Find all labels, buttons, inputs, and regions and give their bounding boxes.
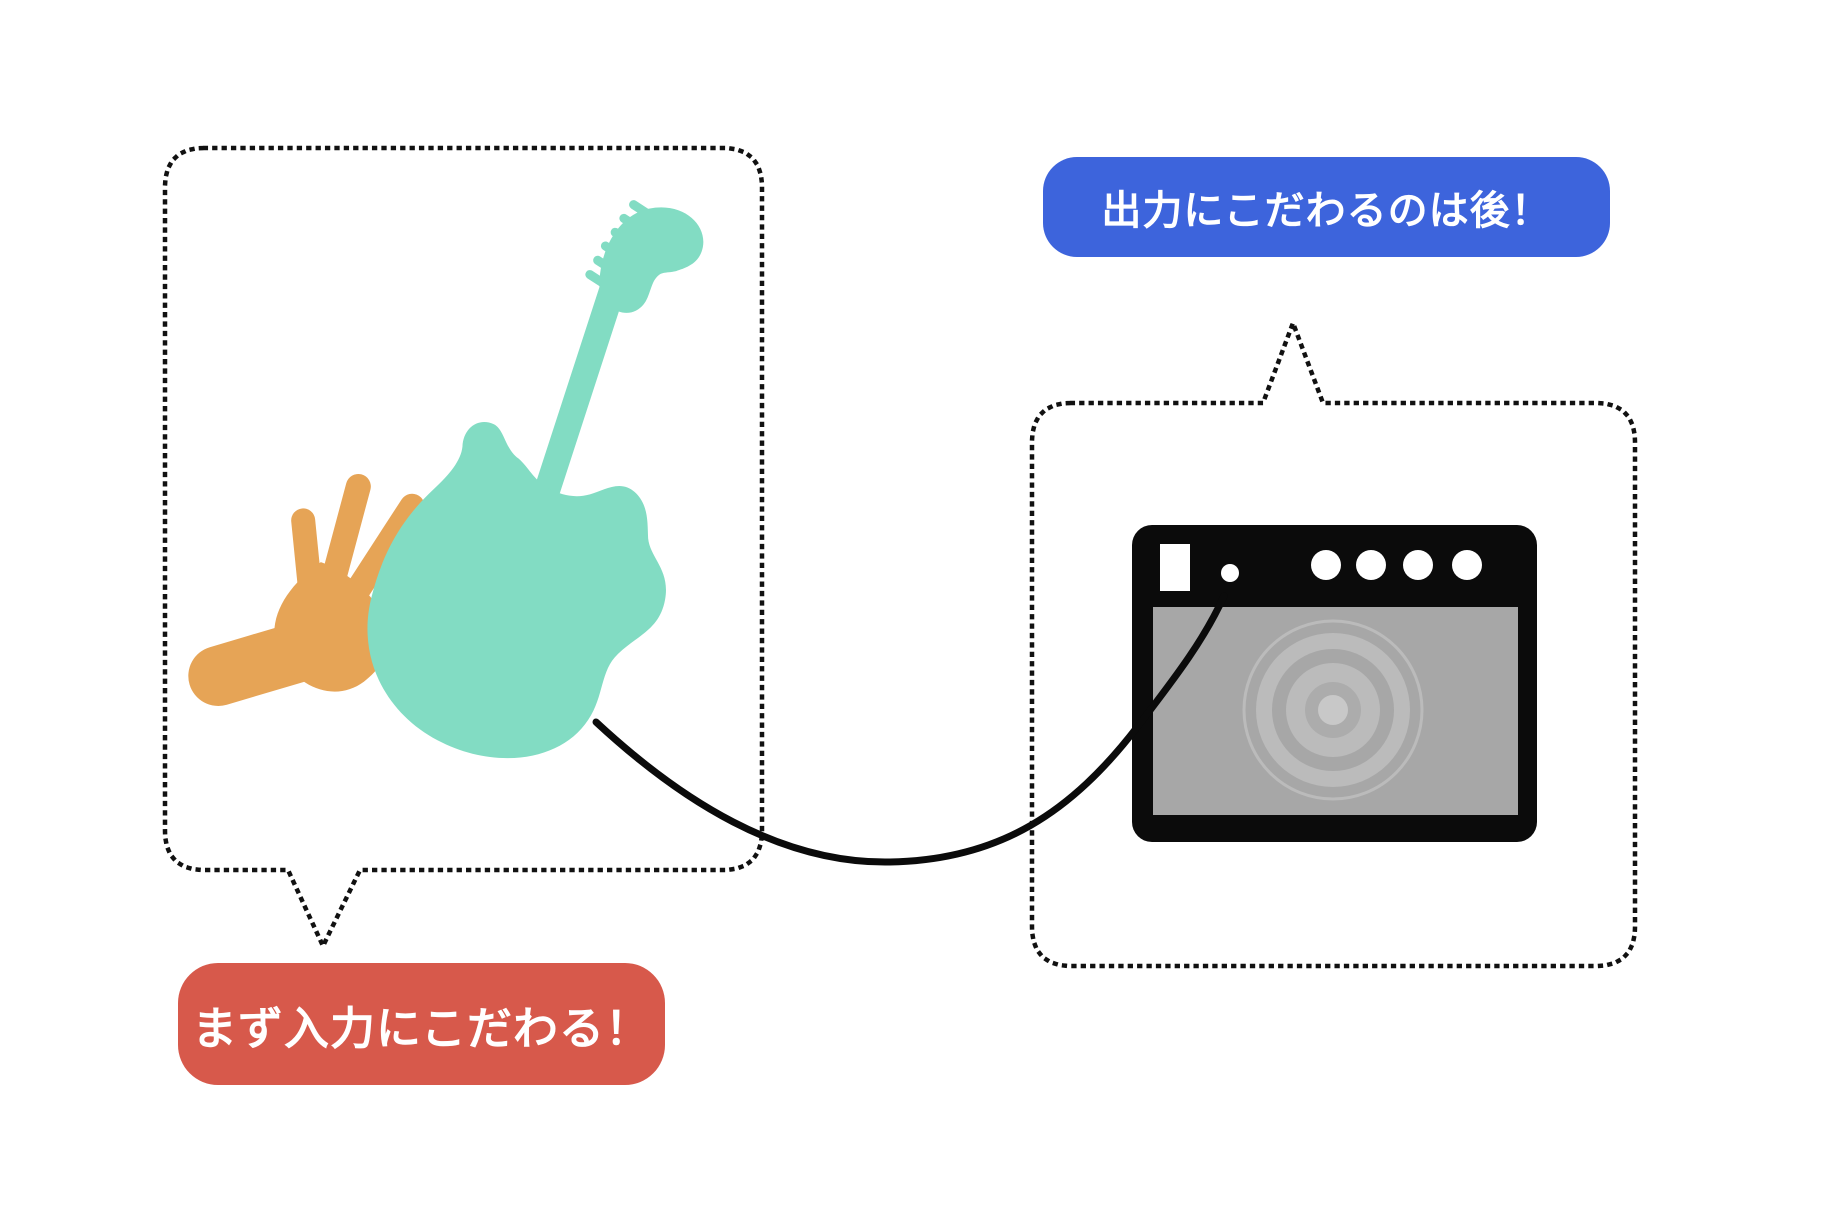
instrument-cable-icon <box>592 592 1228 866</box>
output-speech-frame <box>1029 316 1638 969</box>
input-callout-bubble: まず入力にこだわる！ <box>178 963 665 1085</box>
guitar-neck <box>526 253 635 519</box>
amp-input-jack <box>1221 564 1239 582</box>
speaker-ring <box>1318 695 1348 725</box>
amp-speaker-rings <box>1242 619 1424 801</box>
amp-knob <box>1356 550 1386 580</box>
input-speech-frame <box>162 145 765 952</box>
electric-guitar-icon <box>367 200 704 759</box>
amp-jack-plate <box>1160 544 1190 591</box>
amp-knob <box>1403 550 1433 580</box>
amplifier-icon <box>1132 525 1537 842</box>
hand-finger <box>339 493 425 612</box>
amp-knob <box>1452 550 1482 580</box>
amp-knob <box>1311 550 1341 580</box>
guitar-body <box>367 422 666 759</box>
hand-thumb <box>291 508 323 604</box>
output-callout-bubble: 出力にこだわるのは後！ <box>1043 157 1610 257</box>
input-callout-text: まず入力にこだわる！ <box>191 1002 652 1054</box>
output-callout-text: 出力にこだわるのは後！ <box>1101 189 1552 233</box>
hand-finger <box>318 473 371 600</box>
speaker-ring <box>1242 619 1424 801</box>
